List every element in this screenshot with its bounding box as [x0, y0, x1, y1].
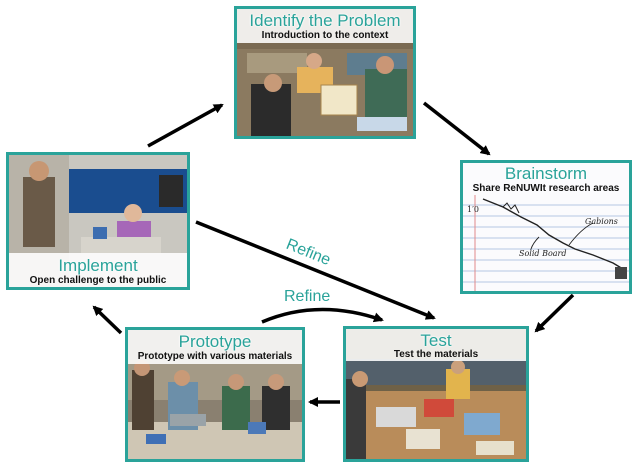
stage-card-identify: Identify the Problem Introduction to the…	[234, 6, 416, 139]
sketch-label-solid-board: Solid Board	[519, 249, 567, 258]
stage-card-implement: Implement Open challenge to the public	[6, 152, 190, 290]
stage-card-prototype: Prototype Prototype with various materia…	[125, 327, 305, 462]
refine-label-short: Refine	[284, 288, 331, 305]
identify-photo	[237, 9, 413, 136]
arrow-brainstorm-to-test	[534, 293, 575, 333]
brainstorm-title: Brainstorm	[504, 164, 588, 183]
sketch-label-scale: 1′0	[467, 205, 479, 214]
prototype-photo	[128, 330, 302, 459]
arrow-refine-implement-to-test	[195, 220, 436, 320]
prototype-subtitle: Prototype with various materials	[137, 351, 293, 362]
stage-card-test: Test Test the materials	[343, 326, 529, 462]
implement-title: Implement	[58, 256, 138, 275]
arrow-refine-prototype-to-test	[261, 307, 384, 324]
sketch-label-gabions: Gabions	[585, 217, 618, 226]
stage-card-brainstorm: Brainstorm Share ReNUWIt research areas …	[460, 160, 632, 294]
test-title: Test	[420, 331, 452, 350]
brainstorm-sketch	[463, 163, 629, 291]
test-subtitle: Test the materials	[393, 349, 479, 360]
arrow-prototype-to-implement	[92, 305, 123, 335]
arrow-identify-to-brainstorm	[422, 101, 491, 156]
identify-title: Identify the Problem	[249, 11, 401, 30]
prototype-title: Prototype	[178, 332, 252, 351]
identify-subtitle: Introduction to the context	[261, 30, 389, 41]
brainstorm-subtitle: Share ReNUWIt research areas	[472, 183, 620, 194]
arrow-implement-to-identify	[147, 103, 224, 148]
implement-subtitle: Open challenge to the public	[29, 275, 167, 286]
